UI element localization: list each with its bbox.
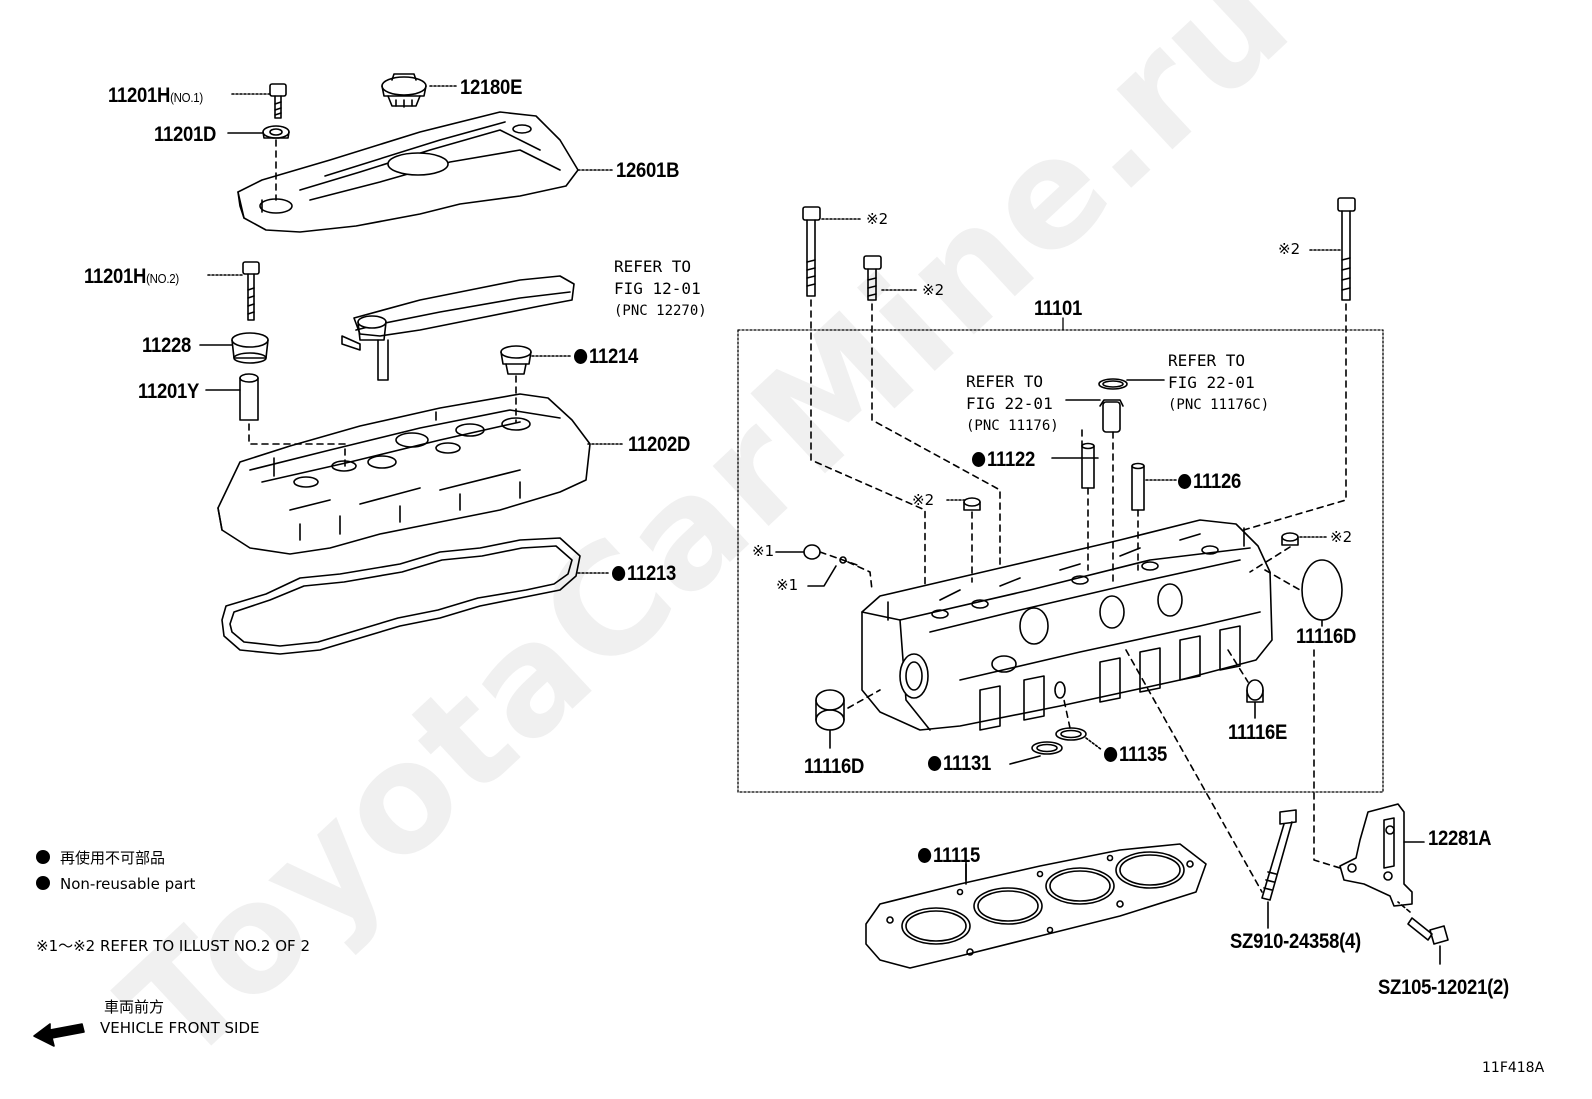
- figure-code: 11F418A: [1482, 1060, 1545, 1076]
- assembly-box: [737, 329, 1384, 793]
- label-11116E: 11116E: [1228, 721, 1288, 744]
- non-reusable-dot: [918, 848, 932, 863]
- head-small-parts-illustration: [775, 378, 1343, 765]
- mark-ref-1: ※1: [776, 576, 799, 594]
- bolt-11201H-no2-illustration: [242, 261, 260, 321]
- bracket-12281A-illustration: [1313, 649, 1425, 907]
- non-reusable-dot: [928, 756, 942, 771]
- label-11131: 11131: [928, 753, 991, 774]
- legend-dot: [36, 850, 50, 864]
- bolt-SZ105-illustration: [1397, 901, 1449, 965]
- label-11115: 11115: [918, 845, 980, 866]
- label-11214: 11214: [574, 346, 638, 367]
- label-11228: 11228: [142, 334, 192, 357]
- bolt-11201H-no1-illustration: [262, 83, 290, 139]
- mark-ref-2: ※2: [1278, 240, 1301, 258]
- non-reusable-dot: [1104, 747, 1118, 762]
- bolt-SZ910-illustration: [1125, 649, 1297, 929]
- vehicle-front-arrow: [33, 1023, 85, 1047]
- label-12281A: 12281A: [1428, 827, 1492, 850]
- leader-lines-left: [199, 85, 625, 574]
- head-gasket-illustration: [865, 843, 1207, 969]
- legend-non-reusable-jp: 再使用不可部品: [36, 850, 165, 866]
- label-11122: 11122: [972, 449, 1035, 470]
- legend-non-reusable-en: Non-reusable part: [36, 876, 195, 892]
- label-11202D: 11202D: [628, 433, 691, 456]
- pcv-breather-illustration: [341, 275, 575, 381]
- non-reusable-dot: [1178, 474, 1192, 489]
- engine-cover-illustration: [237, 111, 579, 233]
- label-11201Y: 11201Y: [138, 380, 200, 403]
- mark-ref-1: ※1: [752, 542, 775, 560]
- legend-dot: [36, 876, 50, 890]
- label-SZ910: SZ910-24358(4): [1230, 930, 1361, 953]
- non-reusable-dot: [612, 566, 626, 581]
- legend-front-jp: 車両前方: [104, 998, 165, 1016]
- label-11116D-right: 11116D: [1296, 625, 1357, 648]
- label-11126: 11126: [1178, 471, 1241, 492]
- grommet-11214-illustration: [500, 345, 532, 375]
- label-11116D-left: 11116D: [804, 755, 865, 778]
- mark-ref-2: ※2: [866, 210, 889, 228]
- label-11213: 11213: [612, 563, 676, 584]
- mark-ref-2: ※2: [1330, 528, 1353, 546]
- label-11201H-no2: 11201H(NO.2): [84, 265, 179, 288]
- label-11201H-no1: 11201H(NO.1): [108, 84, 203, 107]
- label-assembly-11101: 11101: [1034, 297, 1083, 320]
- collar-11201Y-illustration: [239, 373, 259, 421]
- label-11135: 11135: [1104, 744, 1167, 765]
- cylinder-head-illustration: [861, 519, 1273, 731]
- label-SZ105: SZ105-12021(2): [1378, 976, 1509, 999]
- legend-ref-note: ※1～※2 REFER TO ILLUST NO.2 OF 2: [36, 937, 310, 955]
- grommet-11228-illustration: [231, 332, 269, 364]
- non-reusable-dot: [972, 452, 986, 467]
- non-reusable-dot: [574, 349, 588, 364]
- oil-cap-illustration: [381, 73, 427, 108]
- label-12601B: 12601B: [616, 159, 680, 182]
- label-12180E: 12180E: [460, 76, 523, 99]
- legend-front-en: VEHICLE FRONT SIDE: [100, 1019, 260, 1037]
- head-cover-gasket-illustration: [221, 537, 581, 655]
- mark-ref-2: ※2: [922, 281, 945, 299]
- head-bolts-illustration: [802, 197, 1356, 586]
- label-11201D: 11201D: [154, 123, 217, 146]
- mark-ref-2: ※2: [912, 491, 935, 509]
- head-cover-illustration: [217, 393, 591, 555]
